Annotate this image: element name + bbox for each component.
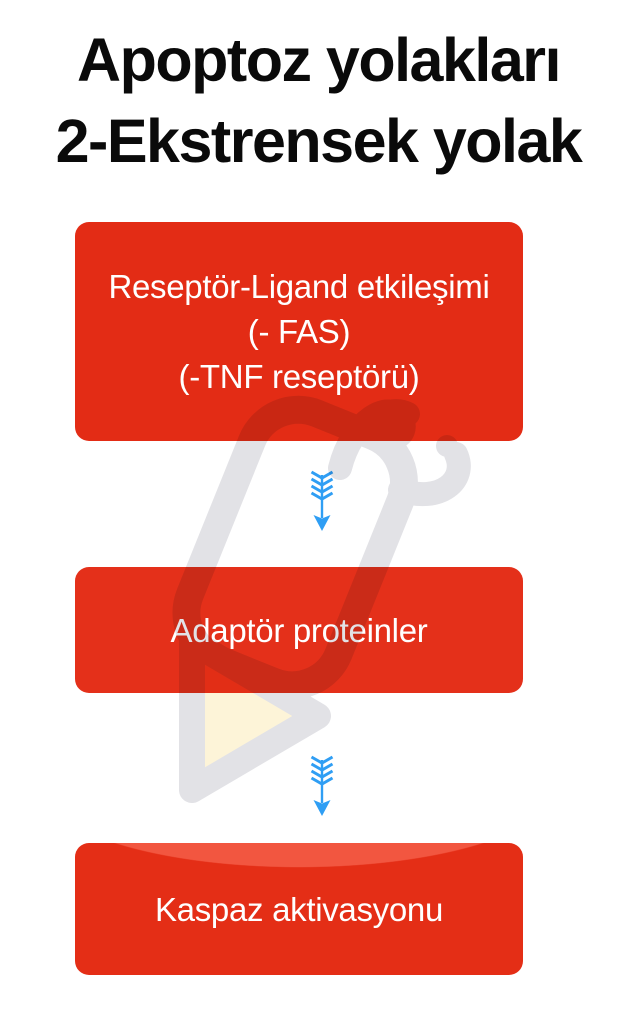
step-text-line: Adaptör proteinler bbox=[170, 611, 428, 649]
step-box-receptor-ligand: Reseptör-Ligand etkileşimi (- FAS) (-TNF… bbox=[75, 222, 523, 441]
slide-title: Apoptoz yolakları 2-Ekstrensek yolak bbox=[0, 20, 637, 182]
step-text-line: (- FAS) bbox=[247, 313, 351, 350]
step-text-line: Kaspaz aktivasyonu bbox=[154, 890, 444, 928]
down-arrow-icon bbox=[310, 755, 334, 816]
step-text-line: (-TNF reseptörü) bbox=[178, 358, 420, 395]
step-box-caspase-activation: Kaspaz aktivasyonu bbox=[75, 843, 523, 975]
slide-title-line-2: 2-Ekstrensek yolak bbox=[55, 107, 583, 175]
down-arrow-icon bbox=[310, 470, 334, 531]
slide-title-line-1: Apoptoz yolakları bbox=[77, 26, 561, 94]
step-box-adaptor-proteins: Adaptör proteinler bbox=[75, 567, 523, 693]
step-text-line: Reseptör-Ligand etkileşimi bbox=[108, 268, 490, 305]
